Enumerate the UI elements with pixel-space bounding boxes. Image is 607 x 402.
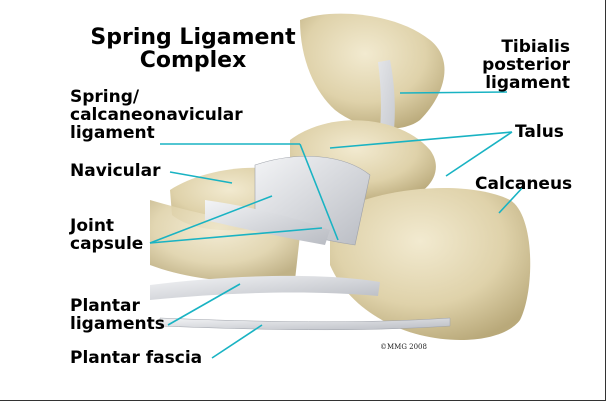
- label-talus: Talus: [515, 123, 564, 141]
- tibialis-line-2: posterior: [470, 56, 570, 74]
- spring-line-2: calcaneonavicular: [70, 106, 243, 124]
- joint-line-1: Joint: [70, 217, 143, 235]
- diagram-title: Spring Ligament Complex: [78, 26, 308, 72]
- tibia-bone: [300, 14, 444, 129]
- leader-plantar-fascia: [212, 325, 262, 358]
- plantar-lig-line-1: Plantar: [70, 297, 165, 315]
- leader-talus-2: [446, 132, 512, 176]
- tibialis-line-1: Tibialis: [470, 38, 570, 56]
- label-plantar-ligaments: Plantar ligaments: [70, 297, 165, 333]
- label-plantar-fascia: Plantar fascia: [70, 349, 202, 367]
- spring-line-3: ligament: [70, 124, 243, 142]
- copyright-text: ©MMG 2008: [380, 343, 427, 351]
- plantar-lig-line-2: ligaments: [70, 315, 165, 333]
- joint-line-2: capsule: [70, 235, 143, 253]
- title-line-1: Spring Ligament: [78, 26, 308, 49]
- tibialis-line-3: ligament: [470, 74, 570, 92]
- label-navicular: Navicular: [70, 162, 160, 180]
- label-tibialis-posterior: Tibialis posterior ligament: [470, 38, 570, 92]
- label-calcaneus: Calcaneus: [475, 175, 572, 193]
- plantar-ligament-band: [150, 276, 380, 300]
- label-spring-ligament: Spring/ calcaneonavicular ligament: [70, 88, 243, 142]
- spring-line-1: Spring/: [70, 88, 243, 106]
- title-line-2: Complex: [78, 49, 308, 72]
- label-joint-capsule: Joint capsule: [70, 217, 143, 253]
